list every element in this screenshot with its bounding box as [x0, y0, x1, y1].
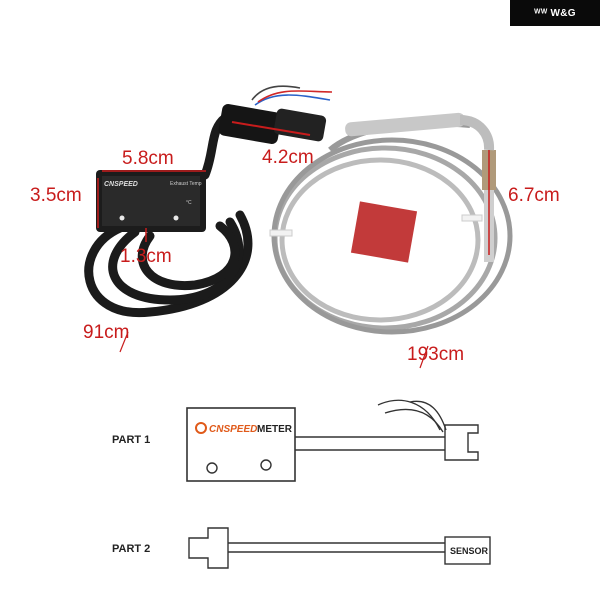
dimension-width-label: 5.8cm: [122, 148, 174, 169]
dimension-sensor-cable-label: 193cm: [407, 344, 465, 365]
meter-unit-text: °C: [186, 200, 192, 206]
part2-sensor-diagram: SENSOR: [188, 527, 491, 569]
connector-icon: [218, 103, 327, 145]
meter-cable-icon: [84, 113, 253, 318]
adhesive-pad-icon: [350, 201, 418, 263]
part1-meter-diagram: CNSPEED METER: [186, 399, 479, 482]
part1-label: PART 1: [112, 434, 151, 446]
probe-icon: [345, 112, 496, 262]
wire-bundle-icon: [251, 85, 333, 106]
dimension-connector-label: 4.2cm: [262, 147, 314, 168]
dimension-height-label: 3.5cm: [30, 185, 82, 206]
part2-name-text: SENSOR: [450, 546, 489, 556]
watermark-mark: ᵂᵂ: [534, 7, 548, 19]
watermark-text: W&G: [550, 7, 576, 19]
meter-brand-text: CNSPEED: [104, 181, 138, 188]
part1-brand-text: CNSPEED: [209, 424, 257, 435]
dimension-probe-label: 6.7cm: [508, 185, 560, 206]
dimension-depth-label: 1.3cm: [120, 246, 172, 267]
cable-tie-icon: [269, 214, 483, 237]
product-photo: CNSPEED Exhaust Temp °C: [84, 85, 513, 369]
part2-label: PART 2: [112, 543, 151, 555]
watermark-badge: ᵂᵂ W&G: [510, 0, 600, 26]
meter-device-icon: CNSPEED Exhaust Temp °C: [96, 170, 206, 242]
meter-label-text: Exhaust Temp: [170, 181, 202, 187]
part1-name-text: METER: [257, 424, 293, 435]
dimension-meter-cable-label: 91cm: [83, 322, 130, 343]
